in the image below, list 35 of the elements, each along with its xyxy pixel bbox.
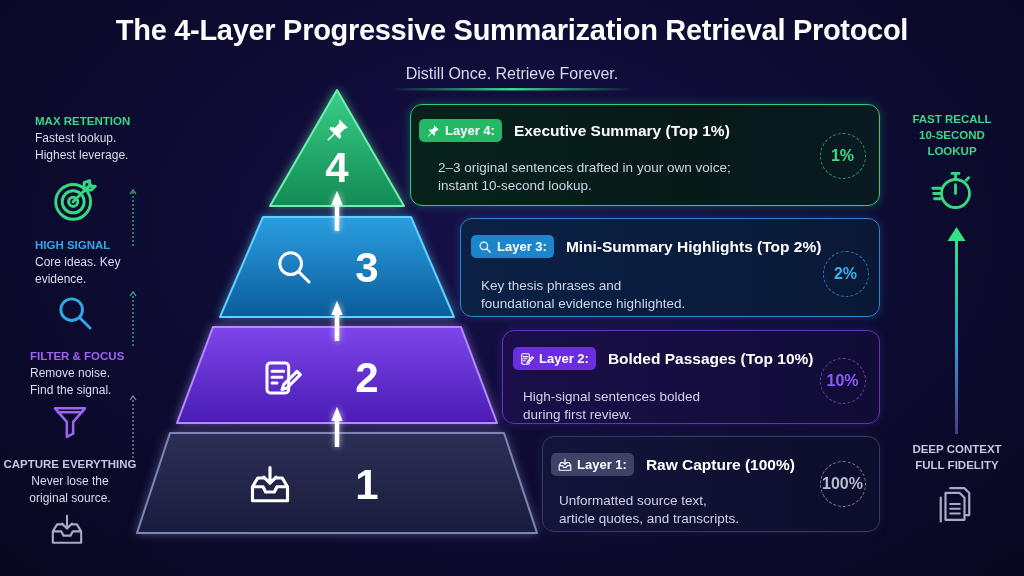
side-heading: DEEP CONTEXT FULL FIDELITY [911, 442, 1003, 474]
layer-description: Unformatted source text, article quotes, and transcripts. [559, 492, 741, 529]
info-card [410, 104, 880, 206]
side-note: Never lose the original source. [28, 473, 112, 508]
badge-label: Layer 1: [577, 457, 627, 472]
info-card [502, 330, 880, 424]
info-card [542, 436, 880, 532]
side-note: Remove noise. Find the signal. [30, 365, 113, 400]
layer-number: 1 [355, 464, 379, 506]
layer-title: Executive Summary (Top 1%) [513, 121, 730, 140]
title: The 4-Layer Progressive Summarization Retrieval Protocol [114, 14, 910, 47]
layer-number: 2 [355, 357, 379, 399]
side-heading: CAPTURE EVERYTHING [2, 457, 138, 472]
arrow [331, 190, 343, 231]
arrow [331, 300, 343, 341]
badge-label: Layer 3: [497, 239, 547, 254]
layer-number: 3 [355, 247, 379, 289]
side-heading: MAX RETENTION [35, 114, 132, 129]
side-note: Core ideas. Key evidence. [35, 254, 121, 289]
layer-description: High-signal sentences bolded during first review. [523, 388, 702, 425]
layer-number: 4 [325, 147, 349, 189]
side-heading: HIGH SIGNAL [35, 238, 112, 253]
layer-title: Mini-Summary Highlights (Top 2%) [565, 237, 822, 256]
info-card [460, 218, 880, 317]
layer-description: Key thesis phrases and foundational evidence highlighted. [481, 277, 687, 314]
layer-title: Raw Capture (100%) [645, 455, 795, 474]
badge-label: Layer 4: [445, 123, 495, 138]
layer-title: Bolded Passages (Top 10%) [607, 349, 814, 368]
arrow [331, 406, 343, 447]
side-note: Fastest lookup. Highest leverage. [35, 130, 130, 165]
layer-description: 2–3 original sentences drafted in your own voice; instant 10-second lookup. [438, 159, 732, 196]
badge-label: Layer 2: [539, 351, 589, 366]
side-heading: FILTER & FOCUS [30, 349, 126, 364]
subtitle: Distill Once. Retrieve Forever. [404, 64, 620, 84]
side-heading: FAST RECALL 10-SECOND LOOKUP [911, 112, 993, 160]
